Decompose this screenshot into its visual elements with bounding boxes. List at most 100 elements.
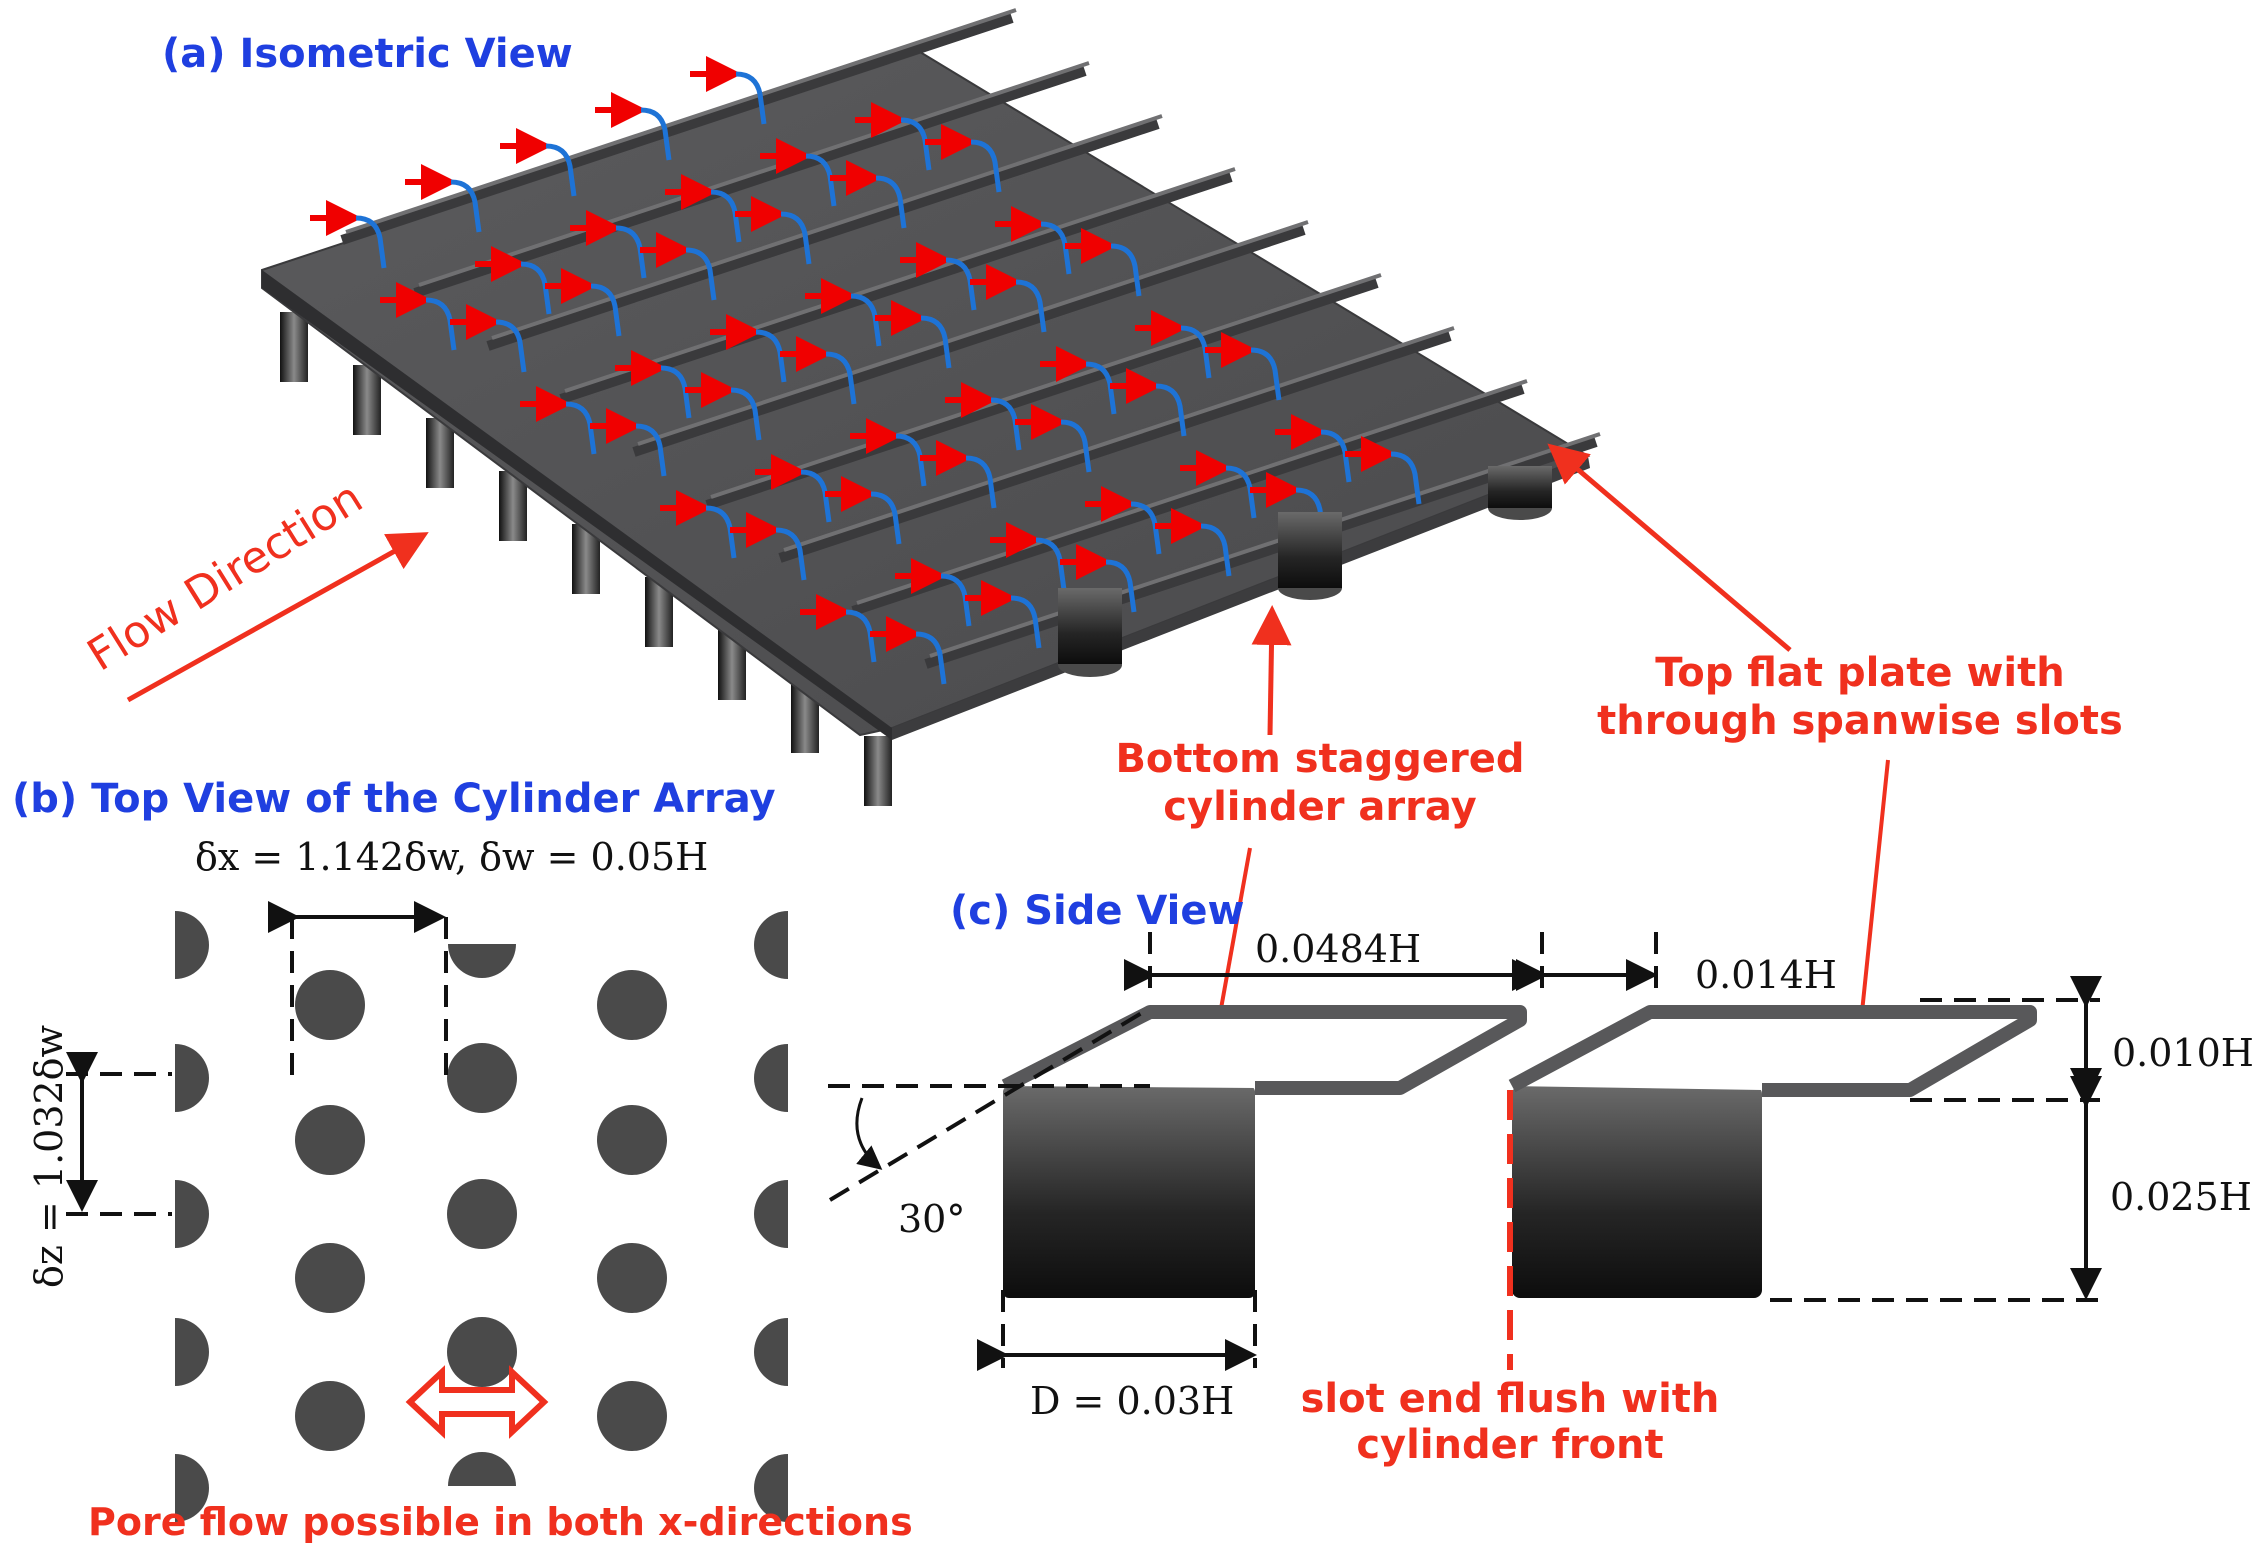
- streamline: [640, 107, 672, 161]
- flow-direction-arrow: [126, 532, 429, 703]
- top-plate-label-line1: Top flat plate with: [1655, 650, 2064, 696]
- streamline: [780, 211, 812, 265]
- cylinder: [448, 1452, 516, 1486]
- streamline: [520, 261, 552, 315]
- streamline: [875, 175, 907, 229]
- angle-label: 30°: [898, 1197, 965, 1241]
- bottom-cylinders-label-line2: cylinder array: [1163, 784, 1476, 830]
- streamline: [710, 189, 742, 243]
- streamline: [1155, 383, 1187, 437]
- streamline: [730, 387, 762, 441]
- cylinder: [295, 1381, 365, 1451]
- streamline: [845, 609, 877, 663]
- cylinder: [597, 1243, 667, 1313]
- streamline: [1085, 361, 1117, 415]
- cylinder: [447, 1179, 517, 1249]
- pitch-label: 0.0484H: [1255, 927, 1421, 971]
- bottom-cylinders-label-line1: Bottom staggered: [1115, 736, 1524, 782]
- cylinder: [295, 1105, 365, 1175]
- slot-edge: [340, 13, 1014, 245]
- streamline: [565, 401, 597, 455]
- slot-edge: [778, 331, 1452, 563]
- cylinder: [597, 1381, 667, 1451]
- plate-support-legs: [280, 312, 892, 806]
- slot-highlight: [637, 220, 1309, 446]
- streamline: [1180, 325, 1212, 379]
- support-leg: [864, 736, 892, 806]
- diameter-label: D = 0.03H: [1030, 1379, 1234, 1423]
- slot-edge: [705, 278, 1379, 510]
- cylinder: [447, 1317, 517, 1387]
- cylinder: [597, 1105, 667, 1175]
- streamline: [1105, 559, 1137, 613]
- cylinder: [175, 1318, 209, 1386]
- cylinder: [754, 1180, 788, 1248]
- cylinder: [1488, 466, 1552, 508]
- streamline: [920, 315, 952, 369]
- streamline: [805, 153, 837, 207]
- streamline: [1130, 501, 1162, 555]
- flow-direction-label: Flow Direction: [79, 472, 372, 681]
- streamline: [660, 365, 692, 419]
- streamline: [1040, 221, 1072, 275]
- slot-highlight: [856, 379, 1528, 605]
- streamline: [965, 455, 997, 509]
- slot-edge: [851, 384, 1525, 616]
- streamline: [615, 225, 647, 279]
- slot-end-label-line2: cylinder front: [1356, 1422, 1663, 1468]
- cylinder: [175, 1454, 209, 1522]
- streamline: [1390, 451, 1422, 505]
- cylinder: [754, 1044, 788, 1112]
- streamline: [870, 491, 902, 545]
- side-cylinder-2: [1512, 1086, 1762, 1298]
- top-plate-arrow: [1547, 443, 1792, 652]
- cylinder: [1058, 588, 1122, 664]
- delta-x-label: δx = 1.142δw, δw = 0.05H: [195, 835, 708, 879]
- spanwise-slots: [340, 8, 1601, 669]
- streamline: [735, 71, 767, 125]
- slot-highlight: [345, 8, 1017, 234]
- panel-c-side-view: (c) Side View 0.0484H 0.014H 0.010H 0.02…: [828, 888, 2254, 1468]
- streamline: [1110, 243, 1142, 297]
- flow-direction-indicator: Flow Direction: [79, 472, 429, 703]
- streamline: [705, 505, 737, 559]
- slot-edge: [632, 225, 1306, 457]
- streamline: [945, 257, 977, 311]
- side-plate-2: [1508, 1005, 2037, 1097]
- support-leg: [426, 418, 454, 488]
- streamline: [1225, 465, 1257, 519]
- visible-cylinders: [1058, 466, 1552, 677]
- streamline: [1010, 595, 1042, 649]
- streamline: [800, 469, 832, 523]
- cylinder: [1278, 512, 1342, 588]
- cylinder: [754, 1454, 788, 1522]
- cylinder: [754, 1318, 788, 1386]
- streamline: [915, 631, 947, 685]
- streamline: [1320, 429, 1352, 483]
- cylinder: [447, 1043, 517, 1113]
- cylinder: [175, 1044, 209, 1112]
- support-leg: [280, 312, 308, 382]
- top-plate-callout: Top flat plate with through spanwise slo…: [1547, 443, 2123, 1088]
- delta-x-extension: [290, 917, 448, 1078]
- side-cylinder-1: [1003, 1086, 1255, 1298]
- streamline: [590, 283, 622, 337]
- slot-edge: [559, 172, 1233, 404]
- cylinder: [175, 911, 209, 979]
- streamline: [850, 293, 882, 347]
- slot-highlight: [418, 61, 1090, 287]
- streamline: [1295, 487, 1327, 541]
- streamline: [970, 139, 1002, 193]
- cylinder: [175, 1180, 209, 1248]
- streamline: [940, 573, 972, 627]
- panel-b-top-view: (b) Top View of the Cylinder Array δx = …: [12, 776, 913, 1544]
- panel-a-title: (a) Isometric View: [162, 31, 573, 77]
- streamline: [775, 527, 807, 581]
- streamline: [450, 179, 482, 233]
- angle-arc: [855, 1097, 883, 1170]
- slot-end-label-line1: slot end flush with: [1301, 1376, 1720, 1422]
- streamline: [495, 319, 527, 373]
- streamline: [355, 215, 387, 269]
- streamline: [825, 351, 857, 405]
- pore-flow-double-arrow: [405, 1365, 549, 1439]
